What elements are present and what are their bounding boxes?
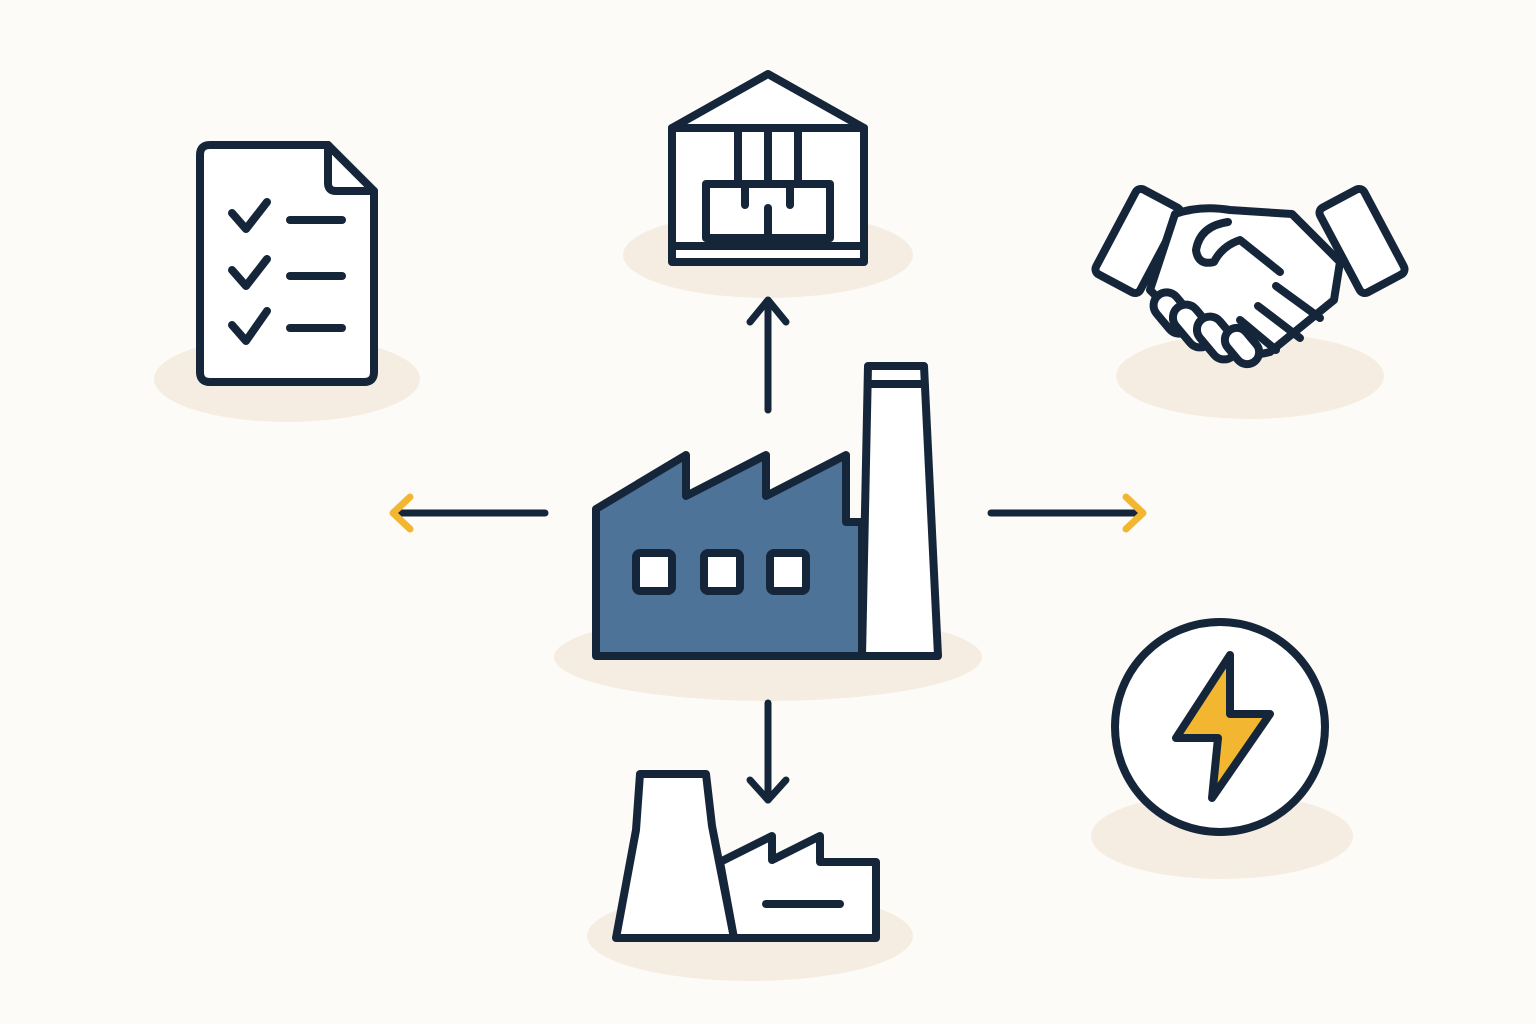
arrow-up [746, 296, 790, 414]
handshake-icon [1091, 184, 1409, 369]
edges [389, 296, 1147, 804]
warehouse-icon [668, 70, 868, 266]
lightning-bolt-icon [1111, 618, 1329, 836]
arrow-left [389, 493, 549, 533]
factory-icon [592, 362, 942, 660]
power-plant-icon [612, 770, 880, 942]
arrow-down [746, 699, 790, 804]
arrow-right [987, 493, 1147, 533]
checklist-document-icon [196, 141, 378, 386]
handshake-shadow [1116, 333, 1384, 419]
